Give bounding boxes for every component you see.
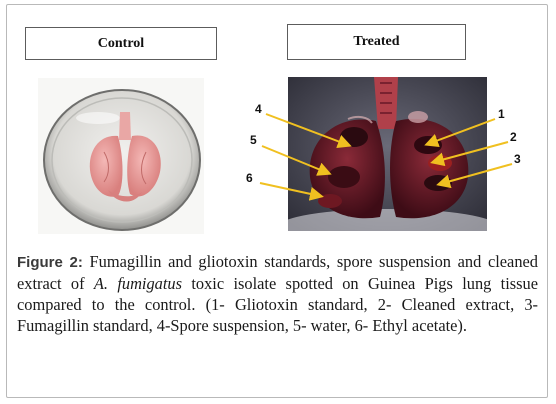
control-lung-illustration	[38, 78, 204, 234]
marker-6: 6	[246, 171, 253, 185]
marker-5: 5	[250, 133, 257, 147]
control-label-box: Control	[25, 27, 217, 60]
marker-1: 1	[498, 107, 505, 121]
treated-label-box: Treated	[287, 24, 466, 60]
treated-lung-illustration	[288, 77, 487, 231]
treated-label: Treated	[353, 34, 400, 49]
marker-4: 4	[255, 102, 262, 116]
marker-3: 3	[514, 152, 521, 166]
treated-lung-photo	[288, 77, 487, 231]
caption-text-2: toxic isolate spotted on Guinea Pigs lun…	[17, 274, 538, 335]
marker-2: 2	[510, 130, 517, 144]
figure-label: Figure 2:	[17, 254, 83, 271]
figure-frame	[6, 4, 548, 398]
caption-text-1: Fumagillin and gliotoxin standards, spor…	[17, 252, 538, 293]
figure-caption: Figure 2: Fumagillin and gliotoxin stand…	[17, 251, 538, 336]
control-lung-photo	[38, 78, 204, 234]
control-label: Control	[97, 35, 145, 51]
species-name: A. fumigatus	[93, 274, 183, 293]
